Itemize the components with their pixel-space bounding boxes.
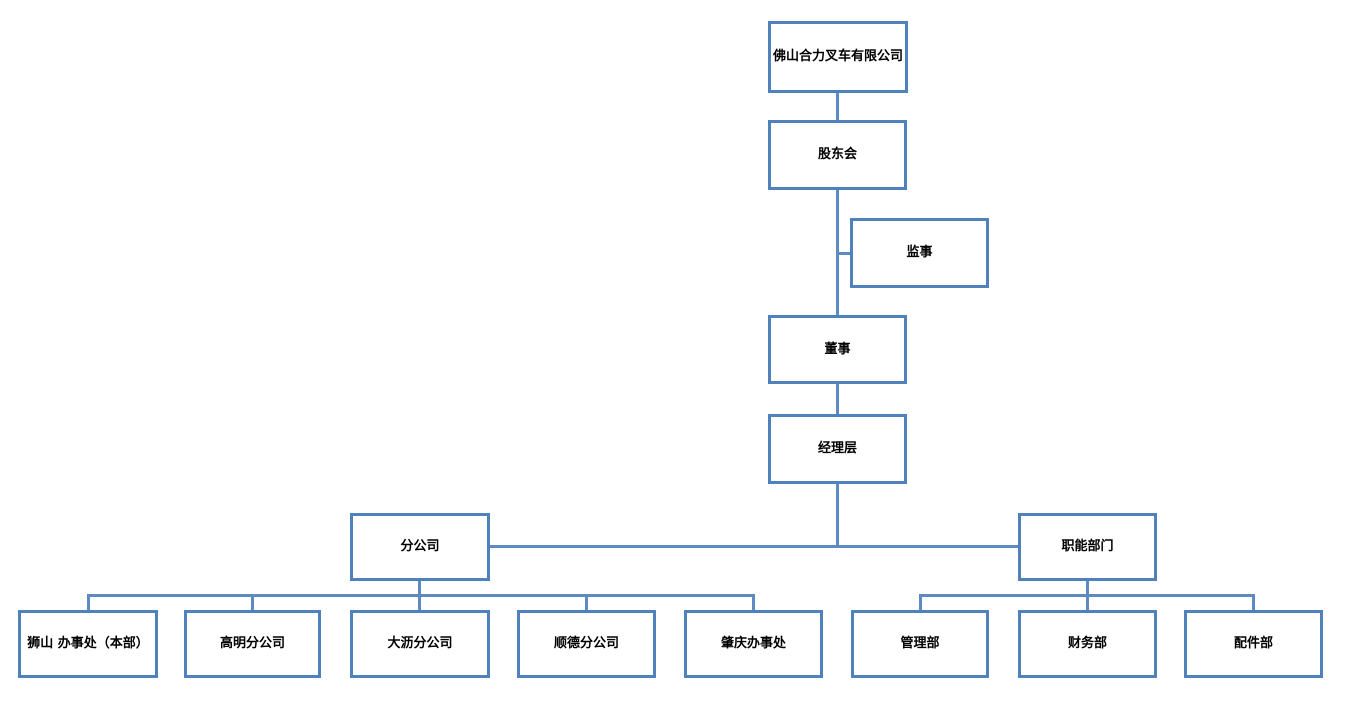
connector-stub-branch-5 bbox=[752, 594, 755, 611]
connector-shareholders-director bbox=[836, 189, 839, 317]
node-director: 董事 bbox=[768, 315, 907, 384]
connector-branch-rail bbox=[87, 594, 755, 597]
node-functional-group: 职能部门 bbox=[1018, 513, 1157, 581]
node-parts-dept: 配件部 bbox=[1184, 610, 1323, 678]
node-shareholders: 股东会 bbox=[768, 120, 907, 190]
connector-stub-functional-1 bbox=[919, 594, 922, 611]
node-shunde-branch: 顺德分公司 bbox=[517, 610, 656, 678]
connector-trunk-supervisor bbox=[839, 252, 852, 255]
node-zhaoqing-office: 肇庆办事处 bbox=[684, 610, 823, 678]
node-dali-branch: 大沥分公司 bbox=[350, 610, 490, 678]
connector-stub-branch-4 bbox=[585, 594, 588, 611]
node-supervisor: 监事 bbox=[850, 218, 989, 288]
connector-stub-branch-2 bbox=[251, 594, 254, 611]
connector-stub-branch-1 bbox=[87, 594, 90, 611]
connector-director-management bbox=[836, 383, 839, 416]
node-company: 佛山合力叉车有限公司 bbox=[768, 21, 908, 93]
node-shishan-office: 狮山 办事处（本部） bbox=[18, 610, 158, 678]
node-finance-dept: 财务部 bbox=[1018, 610, 1157, 678]
node-management-dept: 管理部 bbox=[851, 610, 989, 678]
connector-company-shareholders bbox=[836, 93, 839, 122]
connector-functional-children-rail bbox=[919, 594, 1255, 597]
connector-stub-functional-3 bbox=[1252, 594, 1255, 611]
node-gaoming-branch: 高明分公司 bbox=[184, 610, 321, 678]
connector-midrail bbox=[489, 545, 1019, 548]
node-management: 经理层 bbox=[768, 414, 907, 484]
connector-management-midrail bbox=[836, 482, 839, 548]
node-branch-group: 分公司 bbox=[350, 513, 490, 581]
